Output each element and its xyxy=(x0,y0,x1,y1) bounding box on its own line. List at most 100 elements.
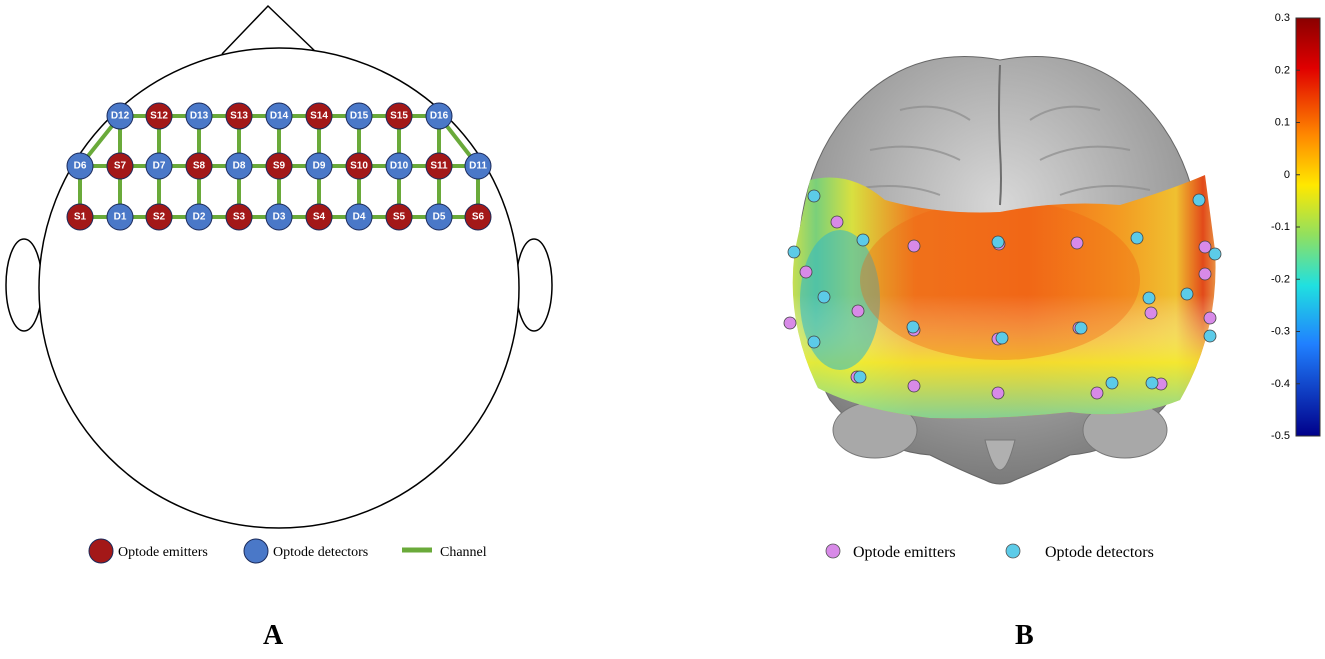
detector-marker-3d xyxy=(787,245,801,259)
detector-marker-3d xyxy=(1208,247,1222,261)
emitter-s7 xyxy=(106,152,134,180)
legend-detector-marker xyxy=(243,538,269,564)
detector-marker-3d xyxy=(1074,321,1088,335)
nose-outline xyxy=(221,4,319,55)
probe-label: S2 xyxy=(153,212,166,223)
colorbar-tick-label: 0.3 xyxy=(1275,12,1290,24)
probe-label: D6 xyxy=(74,161,87,172)
detector-marker-3d xyxy=(1142,291,1156,305)
colorbar-tick-label: -0.3 xyxy=(1271,326,1290,338)
probe-label: S10 xyxy=(350,161,368,172)
emitter-s4 xyxy=(305,203,333,231)
probe-label: S4 xyxy=(313,212,326,223)
probe-label: S14 xyxy=(310,111,328,122)
detector-marker-3d xyxy=(1130,231,1144,245)
legend-a: Optode emitters Optode detectors Channel xyxy=(88,538,487,564)
detector-marker-3d xyxy=(807,335,821,349)
emitter-marker-3d xyxy=(1198,267,1212,281)
probe-label: S12 xyxy=(150,111,168,122)
emitter-marker-3d xyxy=(907,239,921,253)
legend-b-emitter-marker xyxy=(825,543,841,559)
probe-label: S15 xyxy=(390,111,408,122)
emitter-s12 xyxy=(145,102,173,130)
probe-label: D16 xyxy=(430,111,449,122)
detector-d2 xyxy=(185,203,213,231)
emitter-s3 xyxy=(225,203,253,231)
legend-emitter-label: Optode emitters xyxy=(118,545,208,560)
emitter-s15 xyxy=(385,102,413,130)
colorbar-tick-label: -0.4 xyxy=(1271,378,1290,390)
detector-marker-3d xyxy=(906,320,920,334)
detector-d12 xyxy=(106,102,134,130)
probe-label: S11 xyxy=(430,161,448,172)
emitter-s5 xyxy=(385,203,413,231)
colorbar: 0.3 0.2 0.1 0 -0.1 -0.2 -0.3 -0.4 -0.5 xyxy=(1271,12,1321,442)
probe-label: D1 xyxy=(114,212,127,223)
detector-marker-3d xyxy=(1105,376,1119,390)
colorbar-tick-label: 0.2 xyxy=(1275,64,1290,76)
detector-d15 xyxy=(345,102,373,130)
emitter-marker-3d xyxy=(783,316,797,330)
probe-label: D3 xyxy=(273,212,286,223)
probe-label: S8 xyxy=(193,161,206,172)
emitter-s9 xyxy=(265,152,293,180)
probe-label: S3 xyxy=(233,212,246,223)
emitter-s6 xyxy=(464,203,492,231)
probe-label: S13 xyxy=(230,111,248,122)
legend-b: Optode emitters Optode detectors xyxy=(825,543,1154,561)
brain-activation-map: 0.3 0.2 0.1 0 -0.1 -0.2 -0.3 -0.4 -0.5 Optode em… xyxy=(783,12,1321,561)
probe-label: S7 xyxy=(114,161,127,172)
legend-b-detector-label: Optode detectors xyxy=(1045,544,1154,561)
emitter-marker-3d xyxy=(1198,240,1212,254)
emitter-marker-3d xyxy=(991,386,1005,400)
colorbar-tick-label: 0 xyxy=(1284,169,1290,181)
emitter-marker-3d xyxy=(1144,306,1158,320)
probe-label: D14 xyxy=(270,111,289,122)
probe-label: D13 xyxy=(190,111,209,122)
detector-marker-3d xyxy=(995,331,1009,345)
panel-a-letter: A xyxy=(263,620,284,651)
detector-d10 xyxy=(385,152,413,180)
legend-emitter-marker xyxy=(88,538,114,564)
probe-label: D8 xyxy=(233,161,246,172)
detector-d16 xyxy=(425,102,453,130)
emitter-s13 xyxy=(225,102,253,130)
panel-b-letter: B xyxy=(1015,620,1034,651)
right-ear xyxy=(515,238,553,332)
detector-d13 xyxy=(185,102,213,130)
probe-label: D2 xyxy=(193,212,206,223)
emitter-marker-3d xyxy=(851,304,865,318)
detector-d9 xyxy=(305,152,333,180)
detector-marker-3d xyxy=(1180,287,1194,301)
colorbar-tick-label: 0.1 xyxy=(1275,117,1290,129)
probe-label: S5 xyxy=(393,212,406,223)
detector-marker-3d xyxy=(853,370,867,384)
probe-label: S9 xyxy=(273,161,286,172)
detector-d4 xyxy=(345,203,373,231)
emitter-marker-3d xyxy=(1090,386,1104,400)
colorbar-tick-label: -0.5 xyxy=(1271,430,1290,442)
colorbar-tick-label: -0.1 xyxy=(1271,221,1290,233)
emitter-s10 xyxy=(345,152,373,180)
emitter-s8 xyxy=(185,152,213,180)
probe-label: D7 xyxy=(153,161,166,172)
detector-d7 xyxy=(145,152,173,180)
legend-b-detector-marker xyxy=(1005,543,1021,559)
emitter-marker-3d xyxy=(830,215,844,229)
detector-d1 xyxy=(106,203,134,231)
probe-label: D5 xyxy=(433,212,446,223)
legend-channel-label: Channel xyxy=(440,545,487,560)
detector-marker-3d xyxy=(991,235,1005,249)
probe-label: D10 xyxy=(390,161,409,172)
legend-detector-label: Optode detectors xyxy=(273,545,368,560)
probe-label: S6 xyxy=(472,212,485,223)
emitter-s14 xyxy=(305,102,333,130)
emitter-s1 xyxy=(66,203,94,231)
colorbar-tick-label: -0.2 xyxy=(1271,273,1290,285)
detector-d5 xyxy=(425,203,453,231)
emitter-marker-3d xyxy=(1070,236,1084,250)
detector-d6 xyxy=(66,152,94,180)
detector-marker-3d xyxy=(807,189,821,203)
